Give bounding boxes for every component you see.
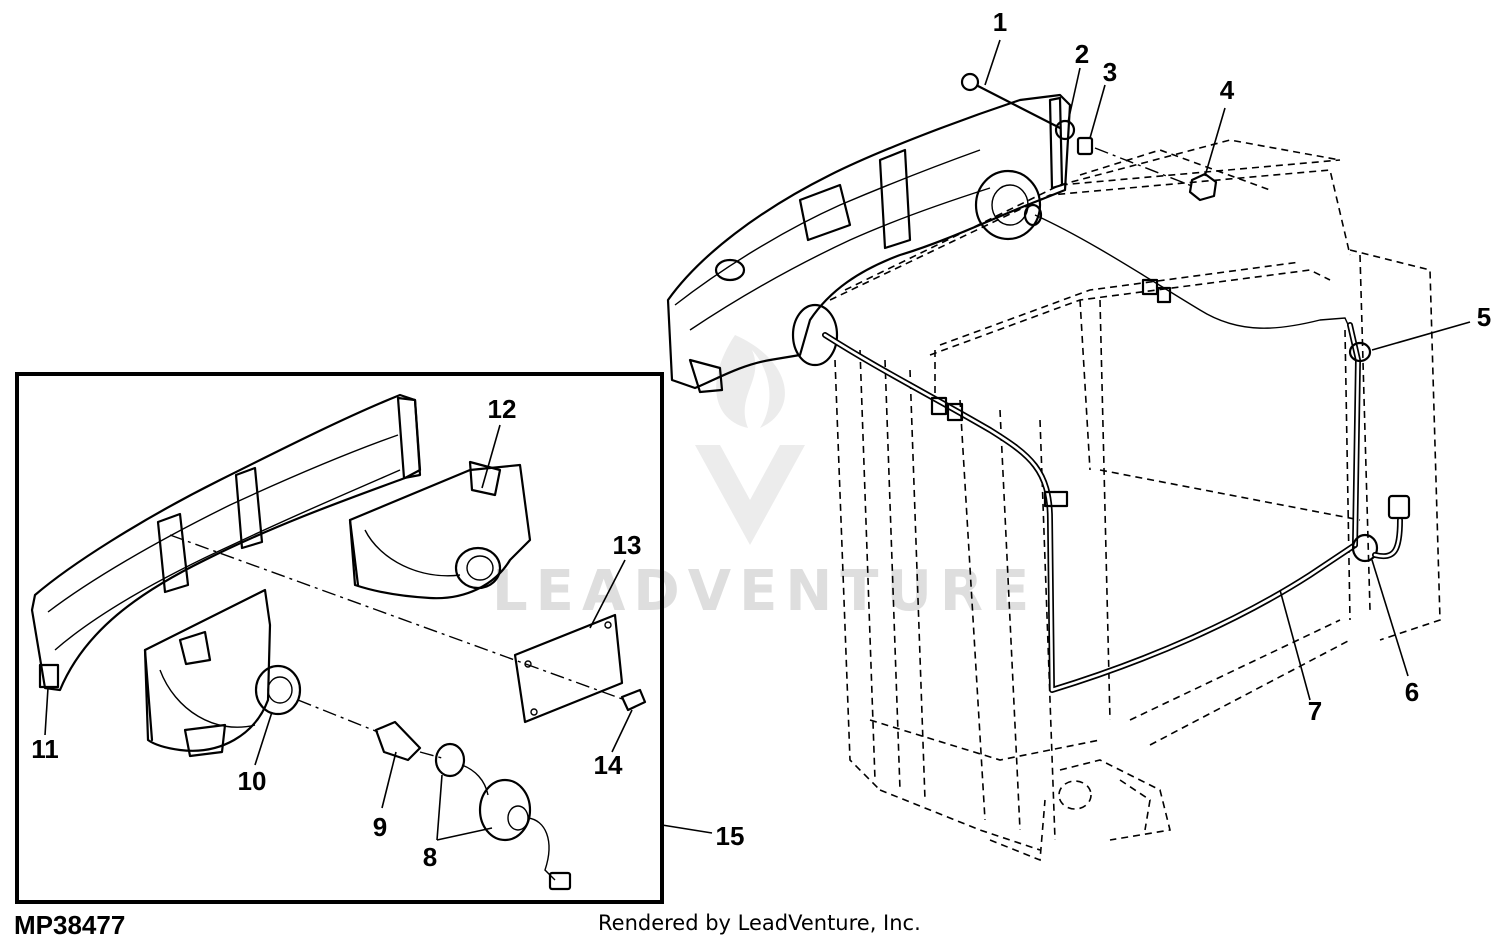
callout-5: 5	[1477, 302, 1491, 332]
callout-15: 15	[716, 821, 745, 851]
main-assembly	[666, 72, 1441, 862]
callout-14: 14	[594, 750, 623, 780]
callout-10: 10	[238, 766, 267, 796]
callout-7: 7	[1308, 696, 1322, 726]
callout-8: 8	[423, 842, 437, 872]
callout-1: 1	[993, 7, 1007, 37]
inset-exploded-view	[15, 372, 664, 904]
watermark-text: LEADVENTURE	[492, 559, 1037, 624]
watermark: LEADVENTURE	[492, 335, 1037, 624]
callout-6: 6	[1405, 677, 1419, 707]
callout-11: 11	[31, 734, 59, 764]
callout-3: 3	[1103, 57, 1117, 87]
render-credit: Rendered by LeadVenture, Inc.	[598, 911, 921, 935]
callout-9: 9	[373, 812, 387, 842]
leader-lines	[44, 39, 1471, 841]
inset-frame	[15, 372, 664, 904]
callout-4: 4	[1220, 75, 1235, 105]
callout-2: 2	[1075, 39, 1089, 69]
callout-labels: 1 2 3 4 5 6 7 8 9 10 11 12 13 14 15	[31, 7, 1491, 872]
figure-id: MP38477	[14, 910, 125, 940]
callout-12: 12	[488, 394, 517, 424]
callout-13: 13	[613, 530, 642, 560]
